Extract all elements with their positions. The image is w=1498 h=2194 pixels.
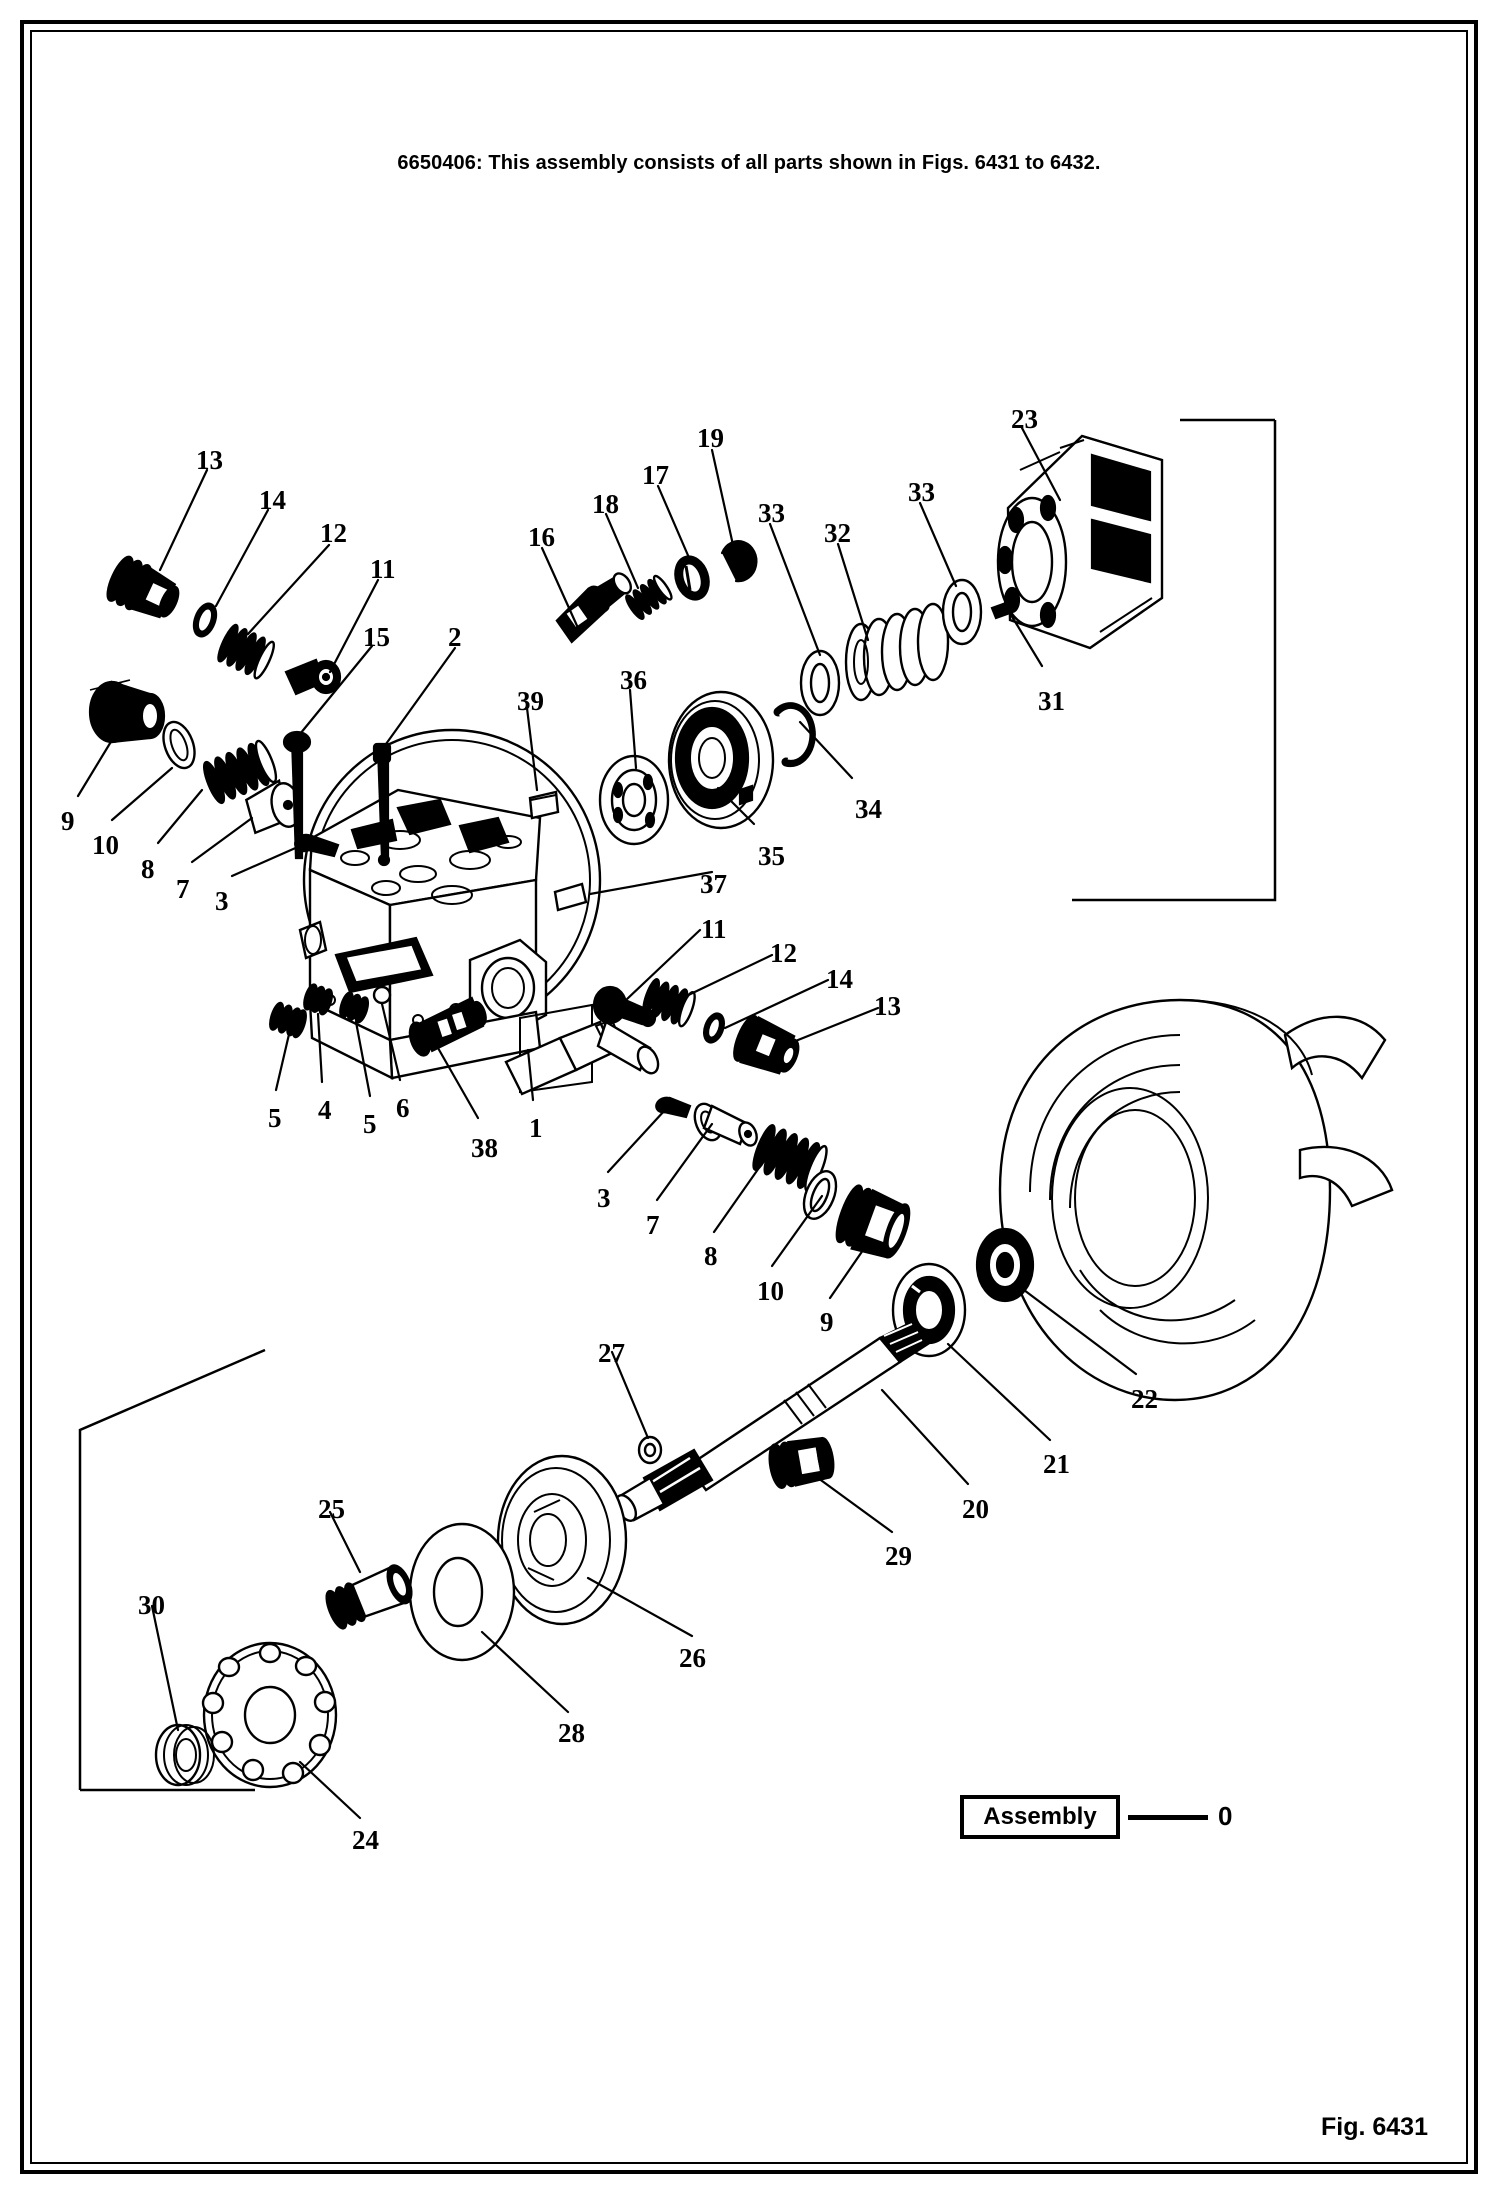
- page-border-outer: [20, 20, 1478, 2174]
- callout-28: 28: [558, 1718, 585, 1748]
- callout-32: 32: [824, 518, 851, 548]
- assembly-legend-ref: 0: [1218, 1801, 1233, 1831]
- callout-11-right: 11: [701, 914, 727, 944]
- callout-8-lower: 8: [704, 1241, 718, 1271]
- callout-17: 17: [642, 460, 669, 490]
- callout-31: 31: [1038, 686, 1065, 716]
- callout-25: 25: [318, 1494, 345, 1524]
- callout-23: 23: [1011, 404, 1038, 434]
- assembly-legend-dash: [1128, 1815, 1208, 1820]
- assembly-legend-box: Assembly: [960, 1795, 1120, 1839]
- figure-label: Fig. 6431: [1321, 2113, 1428, 2141]
- callout-21: 21: [1043, 1449, 1070, 1479]
- callout-27: 27: [598, 1338, 625, 1368]
- callout-11: 11: [370, 554, 396, 584]
- callout-12: 12: [320, 518, 347, 548]
- callout-2: 2: [448, 622, 462, 652]
- callout-10-lower: 10: [757, 1276, 784, 1306]
- callout-8-upper: 8: [141, 854, 155, 884]
- callout-33-left: 33: [758, 498, 785, 528]
- callout-24: 24: [352, 1825, 379, 1855]
- callout-35: 35: [758, 841, 785, 871]
- callout-5-b: 5: [363, 1109, 377, 1139]
- callout-34: 34: [855, 794, 882, 824]
- page-border-inner: [30, 30, 1468, 2164]
- callout-13: 13: [196, 445, 223, 475]
- callout-7-lower: 7: [646, 1210, 660, 1240]
- callout-38: 38: [471, 1133, 498, 1163]
- callout-22: 22: [1131, 1384, 1158, 1414]
- callout-36: 36: [620, 665, 647, 695]
- callout-18: 18: [592, 489, 619, 519]
- callout-20: 20: [962, 1494, 989, 1524]
- callout-37: 37: [700, 869, 727, 899]
- callout-7-upper: 7: [176, 874, 190, 904]
- callout-12-right: 12: [770, 938, 797, 968]
- callout-9-upper: 9: [61, 806, 75, 836]
- callout-13-right: 13: [874, 991, 901, 1021]
- callout-14-right: 14: [826, 964, 853, 994]
- callout-16: 16: [528, 522, 555, 552]
- callout-30: 30: [138, 1590, 165, 1620]
- callout-4: 4: [318, 1095, 332, 1125]
- callout-10-upper: 10: [92, 830, 119, 860]
- callout-39: 39: [517, 686, 544, 716]
- callout-3-lower: 3: [597, 1183, 611, 1213]
- callout-19: 19: [697, 423, 724, 453]
- callout-26: 26: [679, 1643, 706, 1673]
- callout-3-upper: 3: [215, 886, 229, 916]
- callout-14: 14: [259, 485, 286, 515]
- callout-6: 6: [396, 1093, 410, 1123]
- callout-15: 15: [363, 622, 390, 652]
- callout-9-lower: 9: [820, 1307, 834, 1337]
- callout-29: 29: [885, 1541, 912, 1571]
- assembly-note: 6650406: This assembly consists of all p…: [397, 152, 1101, 174]
- callout-1: 1: [529, 1113, 543, 1143]
- callout-5-a: 5: [268, 1103, 282, 1133]
- assembly-legend-label: Assembly: [983, 1803, 1097, 1830]
- callout-33-right: 33: [908, 477, 935, 507]
